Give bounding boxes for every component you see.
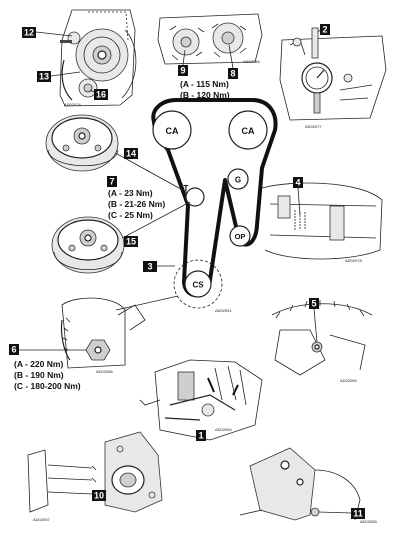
code-top-left: AD02074	[64, 102, 81, 107]
code-bottom-right: AD02058	[360, 519, 377, 524]
callout-12: 12	[22, 27, 73, 38]
pulley-ca-right	[228, 110, 268, 150]
label-crankshaft: CS	[192, 281, 204, 290]
belt-layout	[151, 98, 278, 309]
callout-6: 6	[9, 344, 86, 355]
belt-marks-panel	[261, 182, 383, 260]
pulley-crankshaft	[184, 270, 212, 298]
pulley-detail-14	[45, 114, 119, 172]
callout-6-text: 6	[11, 345, 16, 355]
callout-7-text: 7	[109, 177, 114, 187]
code-top-right: AD02077	[305, 124, 322, 129]
callout-2-text: 2	[322, 25, 327, 35]
spec-6-c: (C - 180-200 Nm)	[14, 381, 81, 391]
crankshaft-detail-circle	[173, 259, 223, 309]
spec-7-a: (A - 23 Nm)	[108, 188, 153, 198]
callout-14-text: 14	[126, 149, 136, 159]
code-center: AD02051	[215, 308, 232, 313]
callout-16: 16	[89, 89, 108, 100]
pulley-idler	[227, 168, 249, 190]
callout-13: 13	[37, 71, 81, 82]
callout-15-text: 15	[126, 237, 136, 247]
tensioner-detail-panel	[59, 9, 137, 107]
callout-5: 5	[309, 298, 319, 343]
engine-mount-panel	[27, 431, 163, 513]
label-oil-pump: OP	[235, 232, 246, 241]
code-right-mid: AD02078	[345, 258, 362, 263]
callout-7: 7	[107, 176, 117, 187]
callout-2: 2	[317, 24, 330, 35]
spec-9-a: (A - 115 Nm)	[180, 79, 229, 89]
callout-3: 3	[143, 261, 175, 272]
code-top-mid: AD02056	[243, 59, 260, 64]
pulley-tensioner	[185, 187, 205, 207]
callout-3-text: 3	[147, 262, 152, 272]
label-ca-right: CA	[242, 126, 255, 136]
spec-6-a: (A - 220 Nm)	[14, 359, 63, 369]
code-right-low: AD02065	[340, 378, 357, 383]
callout-11-text: 11	[353, 509, 363, 519]
code-bottom-left: AD02057	[33, 517, 50, 522]
pulley-ca-left	[152, 110, 192, 150]
callout-5-text: 5	[311, 299, 316, 309]
callout-15: 15	[124, 236, 138, 247]
spec-6-b: (B - 190 Nm)	[14, 370, 64, 380]
callout-8: 8	[228, 44, 238, 79]
callout-10-text: 10	[94, 491, 104, 501]
callout-1: 1	[196, 430, 206, 441]
crankshaft-bolt-detail	[60, 297, 146, 369]
callout-13-text: 13	[39, 72, 49, 82]
callout-4: 4	[293, 177, 303, 216]
camshaft-gears-panel	[157, 13, 263, 65]
code-left-mid: AD02066	[96, 369, 113, 374]
label-idler: G	[235, 176, 241, 185]
pulley-oil-pump	[229, 225, 251, 247]
code-bottom-mid: AD02054	[215, 427, 232, 432]
callout-8-text: 8	[230, 69, 235, 79]
callout-9: 9	[178, 49, 188, 76]
spec-7-c: (C - 25 Nm)	[108, 210, 153, 220]
bracket-panel	[239, 447, 361, 521]
pulley-detail-15	[51, 216, 125, 274]
label-ca-left: CA	[166, 126, 179, 136]
callout-11: 11	[318, 508, 365, 519]
callout-1-text: 1	[198, 431, 203, 441]
flywheel-panel	[271, 300, 373, 376]
dial-gauge-panel	[279, 27, 387, 121]
spec-9-b: (B - 120 Nm)	[180, 90, 230, 100]
label-tensioner: T	[184, 184, 189, 193]
engine-bay-panel	[139, 359, 263, 441]
callout-4-text: 4	[295, 178, 300, 188]
callout-12-text: 12	[24, 28, 34, 38]
callout-9-text: 9	[180, 66, 185, 76]
callout-14: 14	[124, 148, 138, 159]
callout-10: 10	[92, 490, 106, 501]
spec-7-b: (B - 21-26 Nm)	[108, 199, 165, 209]
callout-16-text: 16	[96, 90, 106, 100]
